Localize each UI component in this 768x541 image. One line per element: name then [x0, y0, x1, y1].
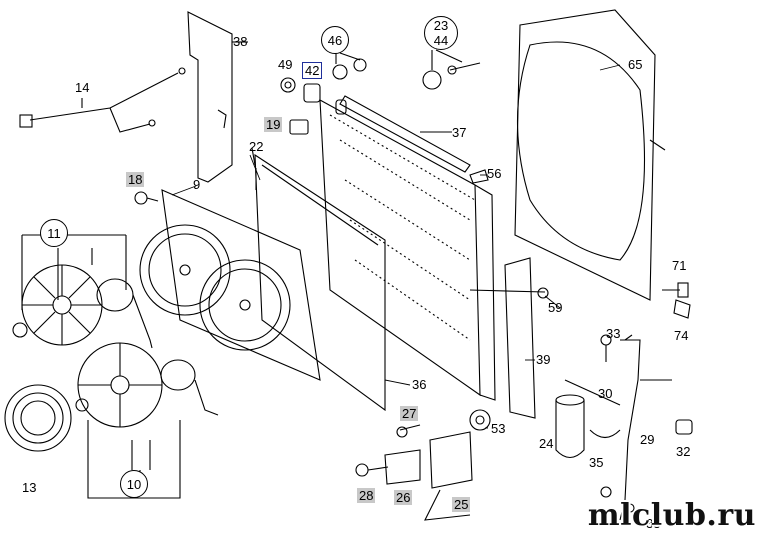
part-label-10: 10	[126, 476, 142, 492]
part-label-24: 24	[539, 436, 554, 451]
part-label-38: 38	[233, 34, 248, 49]
small-fasteners-drawing	[134, 49, 489, 205]
leader-lines	[171, 64, 672, 429]
part-label-35: 35	[589, 455, 604, 470]
part-label-33b: 33	[646, 516, 661, 531]
side-bracket-drawing	[469, 257, 549, 419]
part-label-44: 44	[433, 33, 449, 48]
part-label-37: 37	[452, 125, 467, 140]
lower-bracket-drawing	[355, 409, 491, 521]
part-label-28: 28	[357, 488, 376, 503]
part-label-65: 65	[628, 57, 643, 72]
callout-46: 46	[321, 26, 349, 54]
part-label-13: 13	[22, 480, 37, 495]
part-label-53: 53	[491, 421, 506, 436]
part-label-30: 30	[598, 386, 613, 401]
fan-shroud-drawing	[514, 9, 666, 301]
part-label-71: 71	[672, 258, 687, 273]
part-label-39: 39	[536, 352, 551, 367]
part-label-23: 23	[433, 18, 449, 33]
part-label-14: 14	[75, 80, 90, 95]
part-label-74: 74	[674, 328, 689, 343]
part-label-56: 56	[487, 166, 502, 181]
radiator-drawing	[319, 95, 496, 401]
callout-brackets	[21, 234, 181, 499]
part-label-22: 22	[249, 139, 264, 154]
part-label-29: 29	[640, 432, 655, 447]
condenser-drawing	[251, 147, 386, 412]
callout-23-44: 23 44	[424, 16, 458, 50]
upper-fan-drawing	[12, 264, 153, 349]
wiring-harness-drawing	[19, 67, 186, 133]
part-label-25: 25	[452, 497, 471, 512]
part-label-42: 42	[302, 62, 323, 79]
bolt-71-74-drawing	[662, 282, 691, 319]
lower-fan-drawing	[4, 342, 219, 452]
part-label-27: 27	[400, 406, 419, 421]
shroud-plate-drawing	[187, 11, 248, 183]
ac-line-drawing	[555, 334, 693, 521]
callout-10: 10	[120, 470, 148, 498]
part-label-18: 18	[126, 172, 145, 187]
dual-fan-drawing	[139, 189, 321, 381]
part-label-26: 26	[394, 490, 413, 505]
part-label-49: 49	[278, 57, 293, 72]
callout-11: 11	[40, 219, 68, 247]
part-label-11: 11	[47, 225, 61, 241]
part-label-36: 36	[412, 377, 427, 392]
part-label-19: 19	[264, 117, 283, 132]
watermark: mlclub.ru	[587, 498, 756, 533]
part-label-33a: 33	[606, 326, 621, 341]
part-label-9: 9	[193, 177, 201, 192]
part-label-32: 32	[676, 444, 691, 459]
part-label-46: 46	[327, 32, 343, 48]
part-label-59: 59	[548, 300, 563, 315]
